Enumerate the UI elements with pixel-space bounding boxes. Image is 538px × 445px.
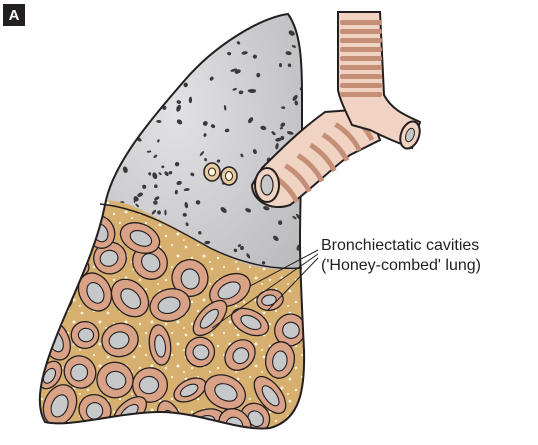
annotation-line-1: Bronchiectatic cavities — [321, 237, 479, 255]
panel-label: A — [3, 4, 25, 26]
annotation-line-2: ('Honey-combed' lung) — [321, 257, 481, 275]
lung — [0, 0, 320, 445]
